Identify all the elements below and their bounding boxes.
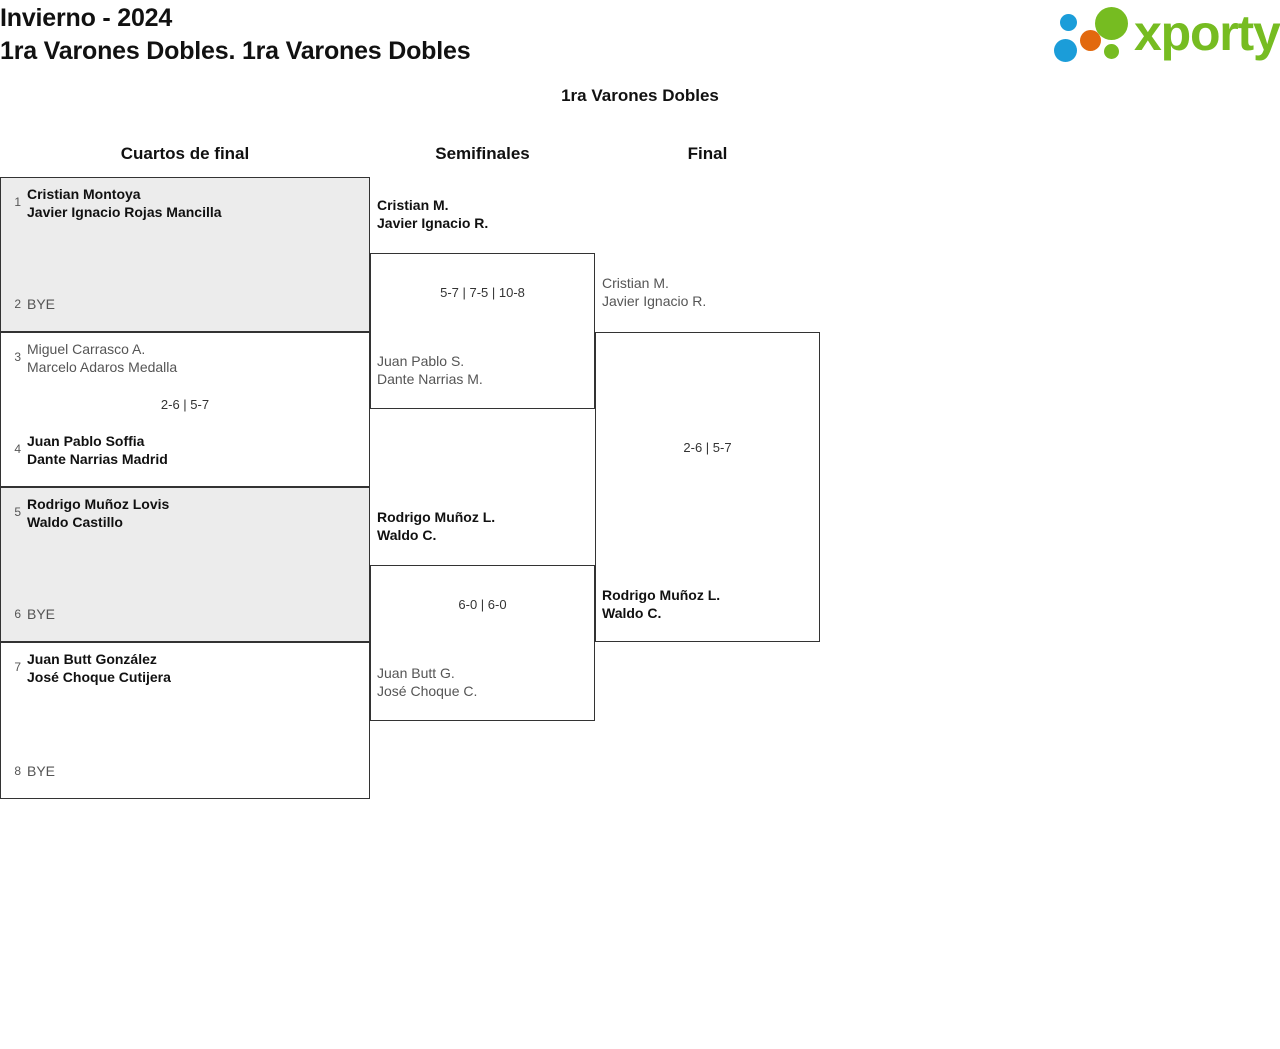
seed-number: 6	[14, 607, 21, 621]
semifinal-1-team-top: Cristian M. Javier Ignacio R.	[377, 196, 488, 232]
logo-dot-green-large	[1095, 7, 1128, 40]
final-score: 2-6 | 5-7	[683, 440, 732, 455]
player-name-1: Miguel Carrasco A.	[27, 341, 146, 357]
match-slot-top[interactable]: 1 Cristian Montoya Javier Ignacio Rojas …	[1, 185, 369, 221]
final-team-top: Cristian M. Javier Ignacio R.	[602, 274, 706, 310]
round-heading-semifinals: Semifinales	[435, 144, 530, 163]
player-name-2: Dante Narrias Madrid	[27, 451, 168, 467]
team-names: Juan Pablo Soffia Dante Narrias Madrid	[27, 432, 168, 468]
player-name-2: Waldo Castillo	[27, 514, 123, 530]
match-box-semifinal-2[interactable]	[370, 565, 595, 721]
seed-number: 8	[14, 764, 21, 778]
team-names: Juan Butt González José Choque Cutijera	[27, 650, 171, 686]
round-heading-quarterfinals: Cuartos de final	[120, 144, 250, 163]
match-box-quarterfinal-2[interactable]: 3 Miguel Carrasco A. Marcelo Adaros Meda…	[0, 332, 370, 487]
match-box-quarterfinal-1[interactable]: 1 Cristian Montoya Javier Ignacio Rojas …	[0, 177, 370, 332]
seed-number: 1	[14, 195, 21, 209]
team-names: Cristian Montoya Javier Ignacio Rojas Ma…	[27, 185, 222, 221]
logo-dot-blue-small	[1060, 14, 1077, 31]
logo-dot-green-small	[1104, 44, 1119, 59]
semifinal-2-team-bottom: Juan Butt G. José Choque C.	[377, 664, 477, 700]
team-names: BYE	[27, 296, 56, 312]
player-name-2: José Choque Cutijera	[27, 669, 171, 685]
final-team-bottom: Rodrigo Muñoz L. Waldo C.	[602, 586, 720, 622]
match-box-semifinal-1[interactable]	[370, 253, 595, 409]
match-slot-bottom[interactable]: 2 BYE	[1, 295, 369, 313]
match-slot-top[interactable]: 3 Miguel Carrasco A. Marcelo Adaros Meda…	[1, 340, 369, 376]
logo-wordmark: xporty	[1134, 5, 1280, 61]
team-names: BYE	[27, 763, 56, 779]
player-name-2: Waldo C.	[602, 605, 662, 621]
player-name-2: Javier Ignacio Rojas Mancilla	[27, 204, 222, 220]
match-box-final[interactable]	[595, 332, 820, 642]
match-slot-bottom[interactable]: 8 BYE	[1, 762, 369, 780]
seed-number: 3	[14, 350, 21, 364]
team-names: BYE	[27, 606, 56, 622]
player-name-1: Cristian M.	[602, 275, 669, 291]
category-title: 1ra Varones Dobles. 1ra Varones Dobles	[0, 37, 471, 65]
player-name-1: Juan Butt González	[27, 651, 157, 667]
player-name-1: Cristian M.	[377, 197, 449, 213]
match-box-quarterfinal-3[interactable]: 5 Rodrigo Muñoz Lovis Waldo Castillo 6 B…	[0, 487, 370, 642]
player-name-2: Waldo C.	[377, 527, 437, 543]
team-names: Miguel Carrasco A. Marcelo Adaros Medall…	[27, 340, 177, 376]
draw-title: 1ra Varones Dobles	[561, 86, 719, 105]
match-slot-top[interactable]: 5 Rodrigo Muñoz Lovis Waldo Castillo	[1, 495, 369, 531]
match-slot-bottom[interactable]: 6 BYE	[1, 605, 369, 623]
player-name-1: Cristian Montoya	[27, 186, 141, 202]
player-name-2: Dante Narrias M.	[377, 371, 483, 387]
round-heading-final: Final	[687, 144, 728, 163]
semifinal-2-score: 6-0 | 6-0	[458, 597, 507, 612]
player-name-1: Rodrigo Muñoz L.	[602, 587, 721, 603]
seed-number: 7	[14, 660, 21, 674]
seed-number: 5	[14, 505, 21, 519]
player-name-1: Juan Pablo Soffia	[27, 433, 145, 449]
semifinal-1-score: 5-7 | 7-5 | 10-8	[440, 285, 525, 300]
season-title: Invierno - 2024	[0, 4, 173, 32]
team-names: Rodrigo Muñoz Lovis Waldo Castillo	[27, 495, 169, 531]
logo-dot-orange	[1080, 30, 1101, 51]
match-score: 2-6 | 5-7	[160, 397, 210, 412]
seed-number: 4	[14, 442, 21, 456]
player-name-1: Juan Butt G.	[377, 665, 455, 681]
match-slot-bottom[interactable]: 4 Juan Pablo Soffia Dante Narrias Madrid	[1, 432, 369, 468]
player-name-2: José Choque C.	[377, 683, 478, 699]
match-box-quarterfinal-4[interactable]: 7 Juan Butt González José Choque Cutijer…	[0, 642, 370, 799]
semifinal-1-team-bottom: Juan Pablo S. Dante Narrias M.	[377, 352, 483, 388]
player-name-2: Marcelo Adaros Medalla	[27, 359, 178, 375]
player-name-1: Rodrigo Muñoz L.	[377, 509, 496, 525]
logo-dot-blue-large	[1054, 39, 1077, 62]
player-name-1: Rodrigo Muñoz Lovis	[27, 496, 170, 512]
xporty-logo[interactable]: xporty	[1046, 5, 1280, 66]
player-name-1: Juan Pablo S.	[377, 353, 465, 369]
match-slot-top[interactable]: 7 Juan Butt González José Choque Cutijer…	[1, 650, 369, 686]
player-name-2: Javier Ignacio R.	[602, 293, 707, 309]
seed-number: 2	[14, 297, 21, 311]
player-name-2: Javier Ignacio R.	[377, 215, 489, 231]
semifinal-2-team-top: Rodrigo Muñoz L. Waldo C.	[377, 508, 495, 544]
